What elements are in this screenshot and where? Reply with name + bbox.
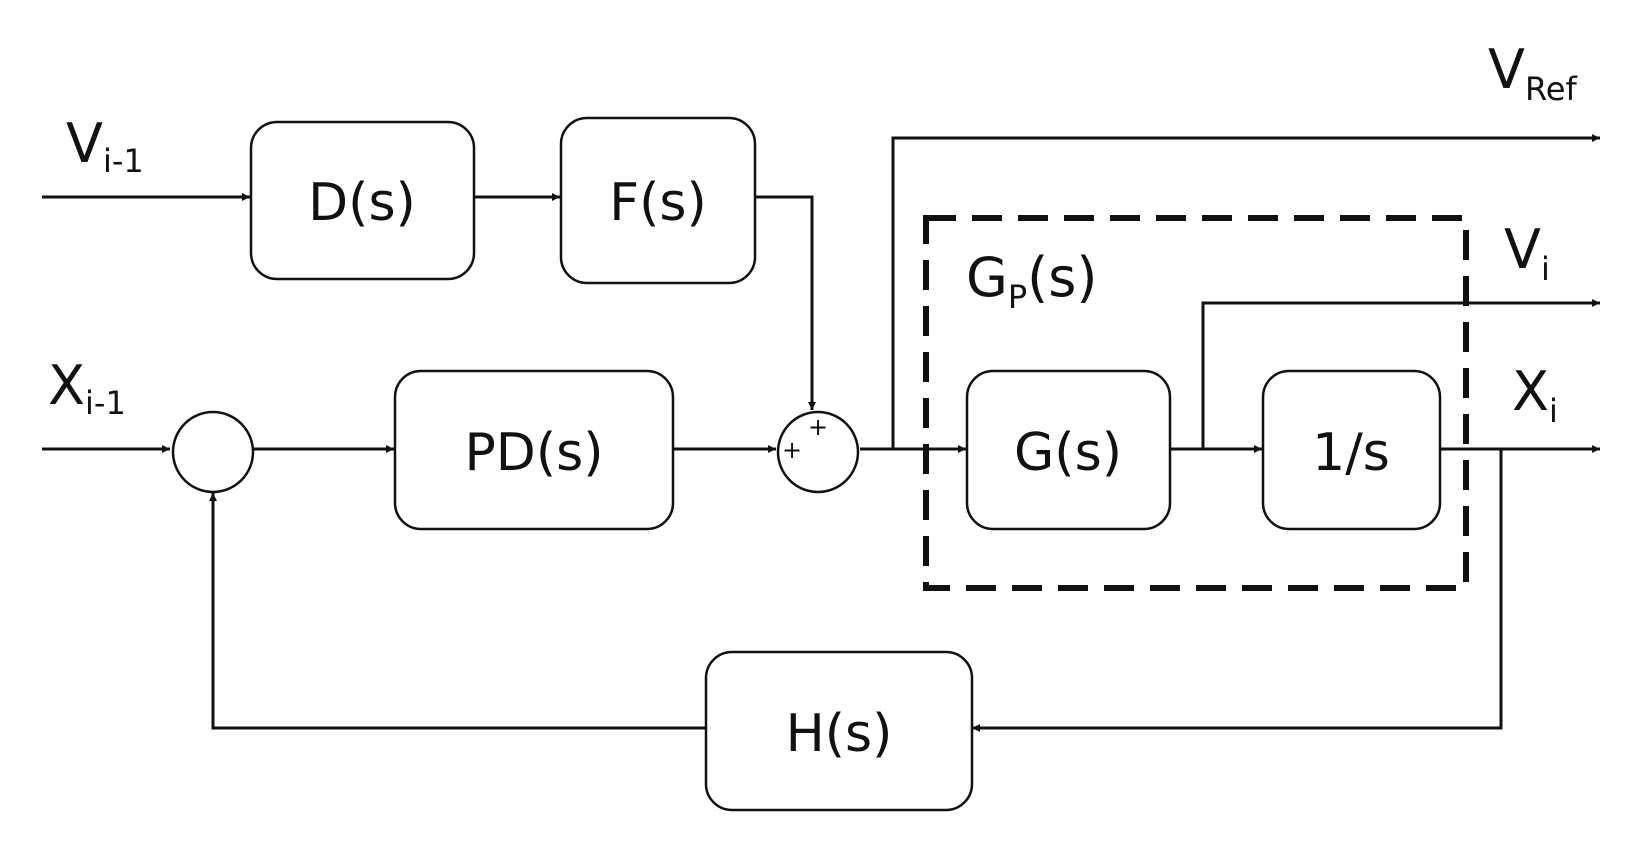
wire-f-to-summer	[755, 195, 816, 410]
summer-sign-top: +	[808, 413, 828, 441]
signal-v-prev-label: Vi-1	[66, 112, 144, 180]
wire-h-to-comparator	[209, 493, 705, 730]
block-integrator-label: 1/s	[1312, 423, 1390, 483]
block-integrator-box	[1261, 369, 1442, 531]
block-f-label: F(s)	[609, 173, 707, 233]
plant-label: GP(s)	[966, 246, 1097, 316]
summing-junction	[776, 410, 860, 494]
block-g-box	[965, 369, 1172, 531]
signal-x-i-label: Xi	[1512, 360, 1558, 430]
comparator-junction	[171, 410, 255, 494]
block-d-label: D(s)	[308, 173, 416, 233]
wire-vref-output	[891, 134, 1600, 449]
wire-feedback-to-h	[972, 449, 1503, 732]
signal-x-prev-label: Xi-1	[48, 354, 126, 422]
summer-sign-left: +	[782, 436, 802, 464]
signal-v-ref-label: VRef	[1488, 38, 1577, 108]
plant-boundary	[923, 215, 1469, 591]
block-pd-box	[393, 369, 675, 531]
block-h-label: H(s)	[786, 704, 893, 764]
block-f-box	[559, 116, 757, 285]
block-h-box	[704, 650, 974, 812]
block-d-box	[249, 120, 476, 281]
block-pd-label: PD(s)	[464, 423, 603, 483]
block-g-label: G(s)	[1014, 423, 1122, 483]
signal-v-i-label: Vi	[1504, 218, 1550, 288]
